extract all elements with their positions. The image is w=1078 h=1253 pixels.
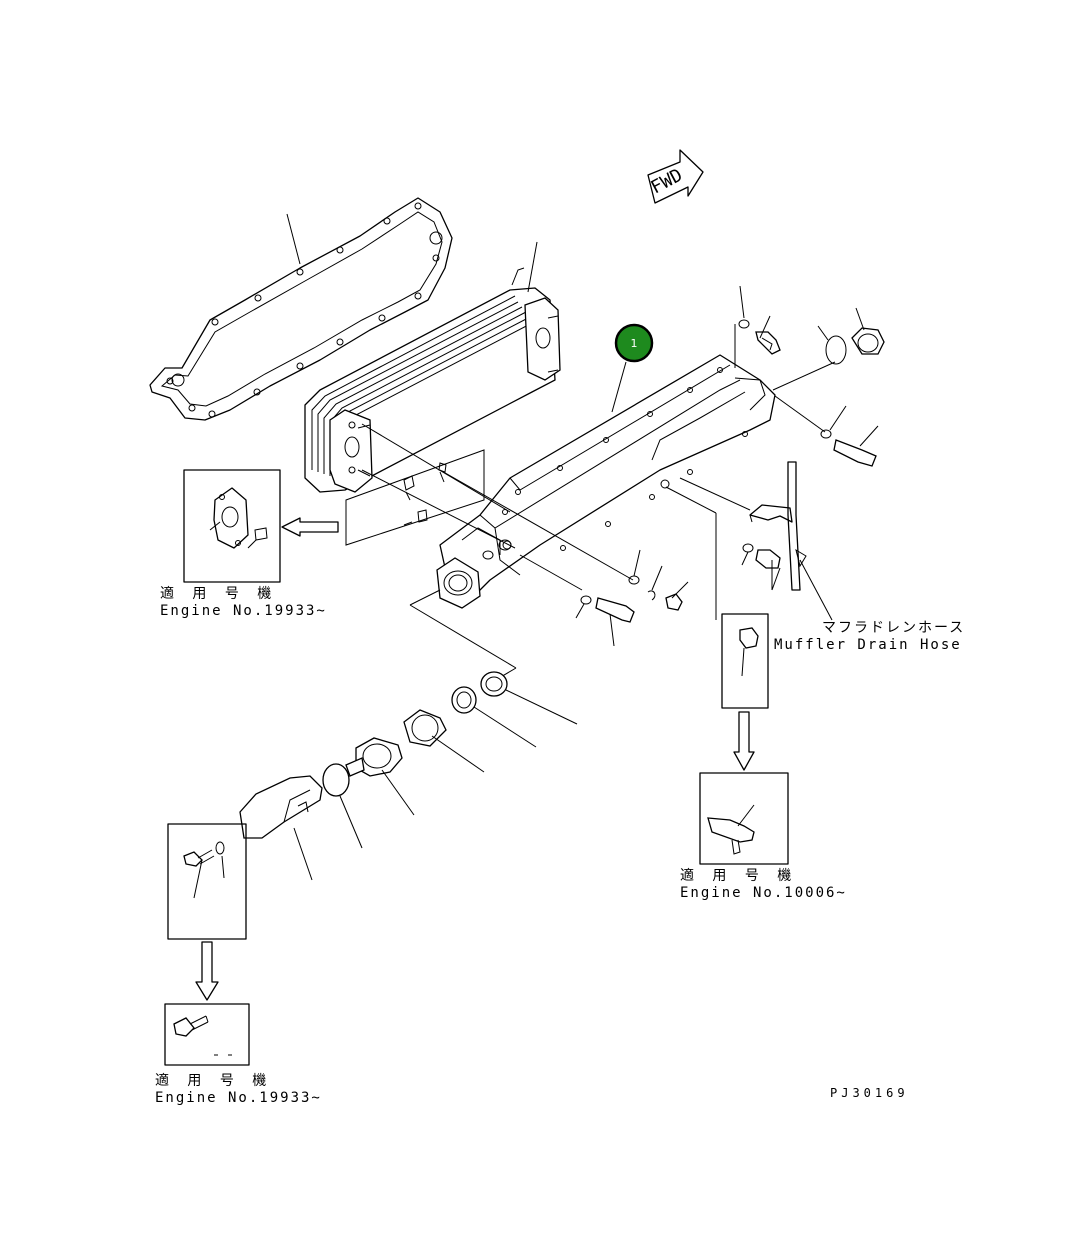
forward-arrow-icon: FWD <box>647 149 704 204</box>
drain-fitting-variant-icon <box>707 804 755 855</box>
oil-cooler-cover <box>436 354 776 609</box>
marker-number: 1 <box>631 337 638 350</box>
muffler-drain-hose-label-en: Muffler Drain Hose <box>774 637 962 653</box>
inset-frame-gasket <box>183 469 281 583</box>
left-arrow-icon <box>281 517 339 537</box>
flange-bolt-icon <box>173 1015 232 1056</box>
fwd-label: FWD <box>647 165 686 199</box>
applicability-label-jp-2: 適 用 号 機 <box>680 868 797 884</box>
plug-and-bolt-set <box>734 285 885 467</box>
applicability-label-jp-3: 適 用 号 機 <box>155 1073 272 1089</box>
inset-frame-bolt-variant <box>164 1003 250 1066</box>
cover-bolt-set <box>575 549 689 647</box>
bolt-with-washer-icon <box>183 841 225 899</box>
cooler-gasket <box>149 197 453 421</box>
down-arrow-icon-lower <box>195 941 219 1001</box>
applicability-label-jp-1: 適 用 号 機 <box>160 586 277 602</box>
oil-cooler-element <box>304 241 561 493</box>
inset-bracket <box>345 449 485 546</box>
down-arrow-icon <box>733 711 755 771</box>
inset-gasket-icon <box>209 487 268 549</box>
inset-frame-bolt <box>167 823 247 940</box>
drain-fitting-icon <box>739 627 759 677</box>
engine-number-label-3: Engine No.19933~ <box>155 1090 322 1106</box>
engine-number-label-2: Engine No.10006~ <box>680 885 847 901</box>
muffler-drain-bracket <box>741 461 833 621</box>
inset-frame-drain-variant <box>699 772 789 865</box>
regulator-valve-stack <box>239 671 578 881</box>
callout-marker-1[interactable]: 1 <box>614 323 654 363</box>
muffler-drain-hose-label-jp: マフラドレンホース <box>822 620 966 636</box>
drawing-number: PJ30169 <box>830 1086 909 1100</box>
marker-circle <box>614 323 654 363</box>
assembly-leaders <box>361 361 836 682</box>
engine-number-label-1: Engine No.19933~ <box>160 603 327 619</box>
inset-frame-drain-fitting <box>721 613 769 709</box>
